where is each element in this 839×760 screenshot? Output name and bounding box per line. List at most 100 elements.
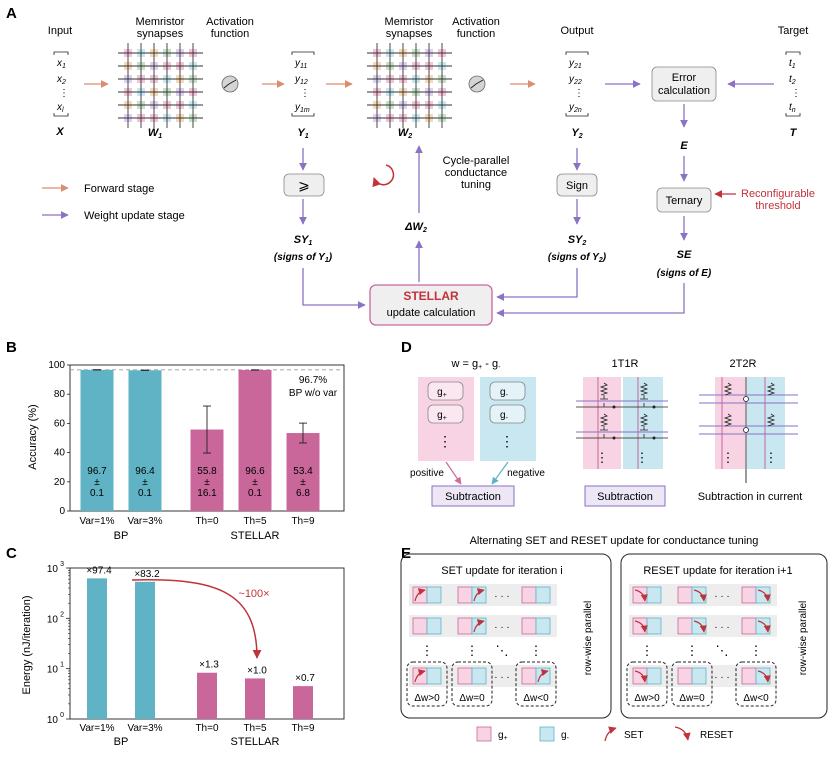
transistor-symbol — [600, 395, 608, 407]
t1r-dots: ⋮ — [636, 450, 649, 465]
d-gplus-2-label: g+ — [437, 410, 447, 422]
energy-bar — [245, 678, 265, 719]
energy-xtick-label: Th=0 — [195, 723, 219, 734]
gminus-cell — [646, 586, 662, 604]
w1-label: W1 — [148, 127, 162, 140]
legend-gplus-swatch — [476, 726, 492, 742]
y2-22: y22 — [568, 74, 582, 86]
reset-arrow-icon — [634, 620, 648, 633]
accuracy-bar-label: 16.1 — [197, 488, 217, 499]
delta-w-label: Δw<0 — [523, 693, 549, 704]
accuracy-bar-label: 96.6 — [245, 466, 265, 477]
dashed-group-box — [406, 661, 448, 707]
e-title: Alternating SET and RESET update for con… — [470, 535, 759, 547]
energy-bar-label: ×83.2 — [134, 569, 160, 580]
crossbar-w1 — [118, 43, 203, 128]
reset-arrow-icon — [757, 620, 771, 633]
legend-gminus-swatch — [539, 726, 555, 742]
d-subtraction-label: Subtraction — [445, 491, 501, 503]
input-x2: x2 — [56, 74, 66, 86]
gminus-cell — [426, 617, 442, 635]
accuracy-bar-label: 55.8 — [197, 466, 217, 477]
column-vdots: ⋮ — [530, 643, 543, 658]
y1-11: y11 — [294, 58, 307, 70]
d-plus-dots: ⋮ — [438, 433, 452, 449]
y2-21: y21 — [568, 58, 582, 70]
t1r-array: ⋮⋮ — [576, 377, 668, 469]
accuracy-ytick-label: 60 — [54, 418, 66, 429]
input-x1: x1 — [56, 58, 66, 70]
junction-dot — [652, 436, 656, 440]
dashed-group-box — [626, 661, 668, 707]
accuracy-ytick-label: 0 — [59, 506, 65, 517]
accuracy-bar-label: ± — [252, 477, 258, 488]
energy-ytick-exponent: 1 — [60, 662, 64, 669]
target-dots: ⋮ — [791, 88, 801, 99]
accuracy-bar — [238, 369, 272, 511]
d-gminus-2-label: g- — [500, 410, 509, 422]
accuracy-bar — [286, 433, 320, 511]
t2r-dots: ⋮ — [765, 450, 778, 465]
t2r-node — [743, 396, 749, 402]
accuracy-xtick-label: Th=0 — [195, 516, 219, 527]
d-gplus-1-label: g+ — [437, 387, 447, 399]
accuracy-bar-label: ± — [142, 477, 148, 488]
accuracy-group-label: STELLAR — [231, 530, 280, 542]
energy-bar — [293, 686, 313, 719]
energy-ytick-label: 10 — [47, 665, 59, 676]
panel-d: D w = g+ - g- g+ g+ ⋮ g- g- ⋮ positive n… — [401, 339, 803, 507]
energy-bar — [197, 672, 217, 719]
sub-current-label: Subtraction in current — [698, 491, 803, 503]
gminus-cell — [646, 617, 662, 635]
column-vdots: ⋮ — [466, 643, 479, 658]
arrow-sy2-stellar — [496, 268, 578, 301]
legend-update-label: Weight update stage — [84, 210, 185, 222]
accuracy-bar — [128, 370, 162, 511]
legend-reset-icon — [674, 726, 691, 741]
panel-d-letter: D — [401, 339, 412, 356]
energy-group-label: BP — [114, 736, 129, 748]
y2-vector: y21 y22 ⋮ y2n — [565, 51, 589, 117]
output-label: Output — [560, 25, 593, 37]
legend-set-icon — [604, 726, 617, 742]
geq-box — [283, 173, 325, 197]
energy-bar — [87, 578, 107, 719]
column-vdots: ⋮ — [641, 643, 654, 658]
reset-arrow-icon — [693, 589, 707, 602]
gplus-cell — [741, 617, 757, 635]
accuracy-ytick-label: 20 — [54, 477, 66, 488]
energy-xtick-label: Var=1% — [79, 723, 114, 734]
gplus-cell — [741, 667, 757, 685]
accuracy-bar-label: ± — [204, 477, 210, 488]
accuracy-ytick-label: 100 — [48, 360, 65, 371]
error-calc-box — [651, 66, 717, 102]
target-label: Target — [778, 25, 809, 37]
input-xl: xl — [56, 102, 64, 114]
d-gplus-1 — [427, 381, 464, 401]
w2-label: W2 — [398, 127, 412, 140]
legend-gminus-label: g- — [561, 730, 570, 742]
gminus-cell — [535, 586, 551, 604]
d-gminus-1 — [489, 381, 526, 401]
set-arrow-icon — [473, 588, 485, 602]
accuracy-bar-label: 0.1 — [138, 488, 152, 499]
ref-line-label-2: BP w/o var — [289, 388, 338, 399]
resistor-symbol — [766, 382, 776, 396]
energy-ytick-label: 10 — [47, 564, 59, 575]
energy-ytick-exponent: 3 — [60, 561, 64, 568]
accuracy-xtick-label: Th=5 — [243, 516, 267, 527]
resistor-symbol — [723, 413, 733, 427]
accuracy-chart: 02040608010096.7±0.1Var=1%96.4±0.1Var=3%… — [48, 360, 345, 542]
panel-a-letter: A — [6, 5, 17, 22]
gminus-cell — [426, 667, 442, 685]
energy-ytick-exponent: 2 — [60, 611, 64, 618]
d-positive-arrow — [445, 461, 462, 485]
accuracy-bar-label: 96.4 — [135, 466, 155, 477]
resistor-symbol — [723, 382, 733, 396]
gplus-cell — [457, 617, 473, 635]
set-arrow-icon — [473, 619, 485, 633]
